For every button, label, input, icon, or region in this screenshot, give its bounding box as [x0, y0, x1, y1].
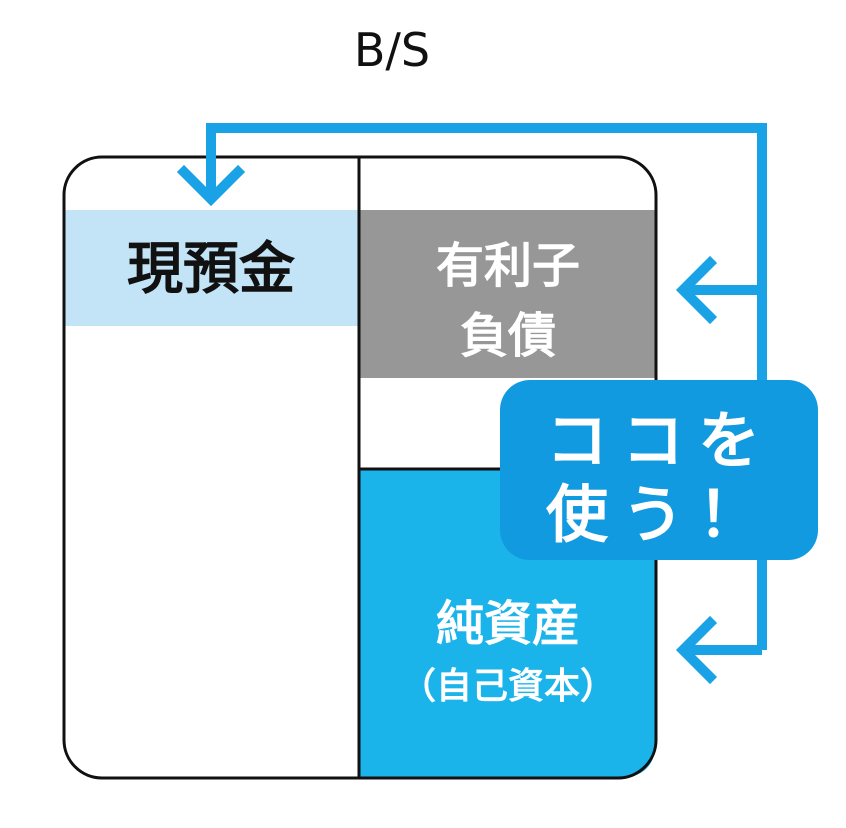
cash-label: 現預金 — [127, 237, 296, 302]
interest-debt-label-line2: 負債 — [460, 308, 556, 364]
arrow-left-to-equity-icon — [675, 615, 718, 685]
arrow-left-to-debt-icon — [675, 255, 718, 325]
callout-box — [500, 380, 818, 560]
diagram-title: B/S — [354, 23, 430, 77]
net-assets-label: 純資産 — [436, 596, 580, 652]
interest-debt-label-line1: 有利子 — [436, 238, 580, 294]
arrow-down-to-cash-icon — [176, 164, 246, 207]
cash-block — [64, 210, 358, 326]
net-assets-sublabel: （自己資本） — [400, 666, 616, 707]
callout-line2: 使う！ — [546, 478, 774, 551]
callout-line1: ココを — [546, 404, 774, 477]
interest-bearing-debt-block — [360, 210, 656, 378]
